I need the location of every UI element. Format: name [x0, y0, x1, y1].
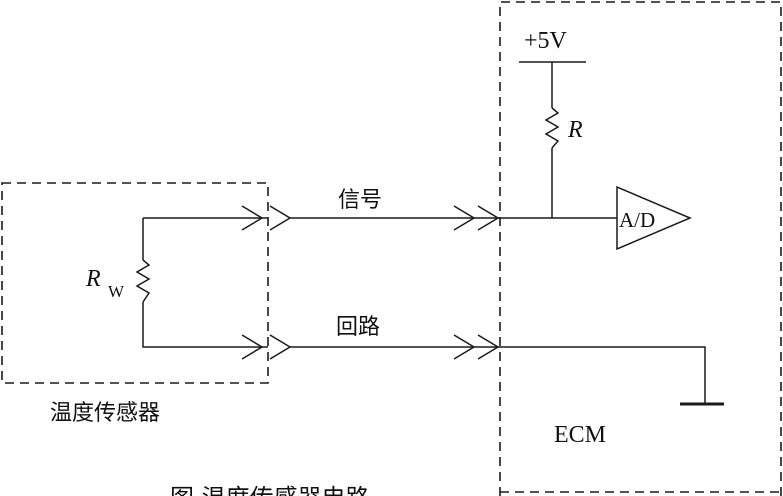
ecm-connector-signal-a: [453, 205, 476, 231]
pullup-label: R: [567, 117, 583, 143]
supply-label: +5V: [524, 28, 568, 54]
sensor-wire-top: [142, 217, 268, 260]
sensor-connector-return-a: [241, 334, 264, 360]
sensor-connector-signal-a: [241, 205, 264, 231]
sensor-wire-bottom: [142, 302, 268, 348]
sensor-resistor-symbol: R: [85, 266, 101, 292]
return-wire-label: 回路: [336, 315, 380, 340]
pullup-resistor: [544, 107, 560, 149]
signal-wire-label: 信号: [338, 188, 382, 213]
sensor-enclosure: [1, 182, 269, 384]
ecm-return-line: [498, 346, 706, 403]
adc-label: A/D: [619, 208, 655, 232]
sensor-resistor-subscript: W: [108, 282, 125, 301]
figure-caption: 图 温度传感器电路: [170, 484, 370, 496]
sensor-connector-return-b: [269, 334, 292, 360]
sensor-resistor-label: R: [85, 266, 101, 292]
sensor-connector-signal-b: [269, 205, 292, 231]
adc-block: [616, 185, 692, 251]
ecm-name-label: ECM: [554, 422, 606, 448]
sensor-name-label: 温度传感器: [50, 401, 160, 426]
ecm-enclosure: [499, 1, 782, 496]
sensor-resistor-rw: [135, 259, 151, 303]
ecm-connector-return-a: [453, 334, 476, 360]
